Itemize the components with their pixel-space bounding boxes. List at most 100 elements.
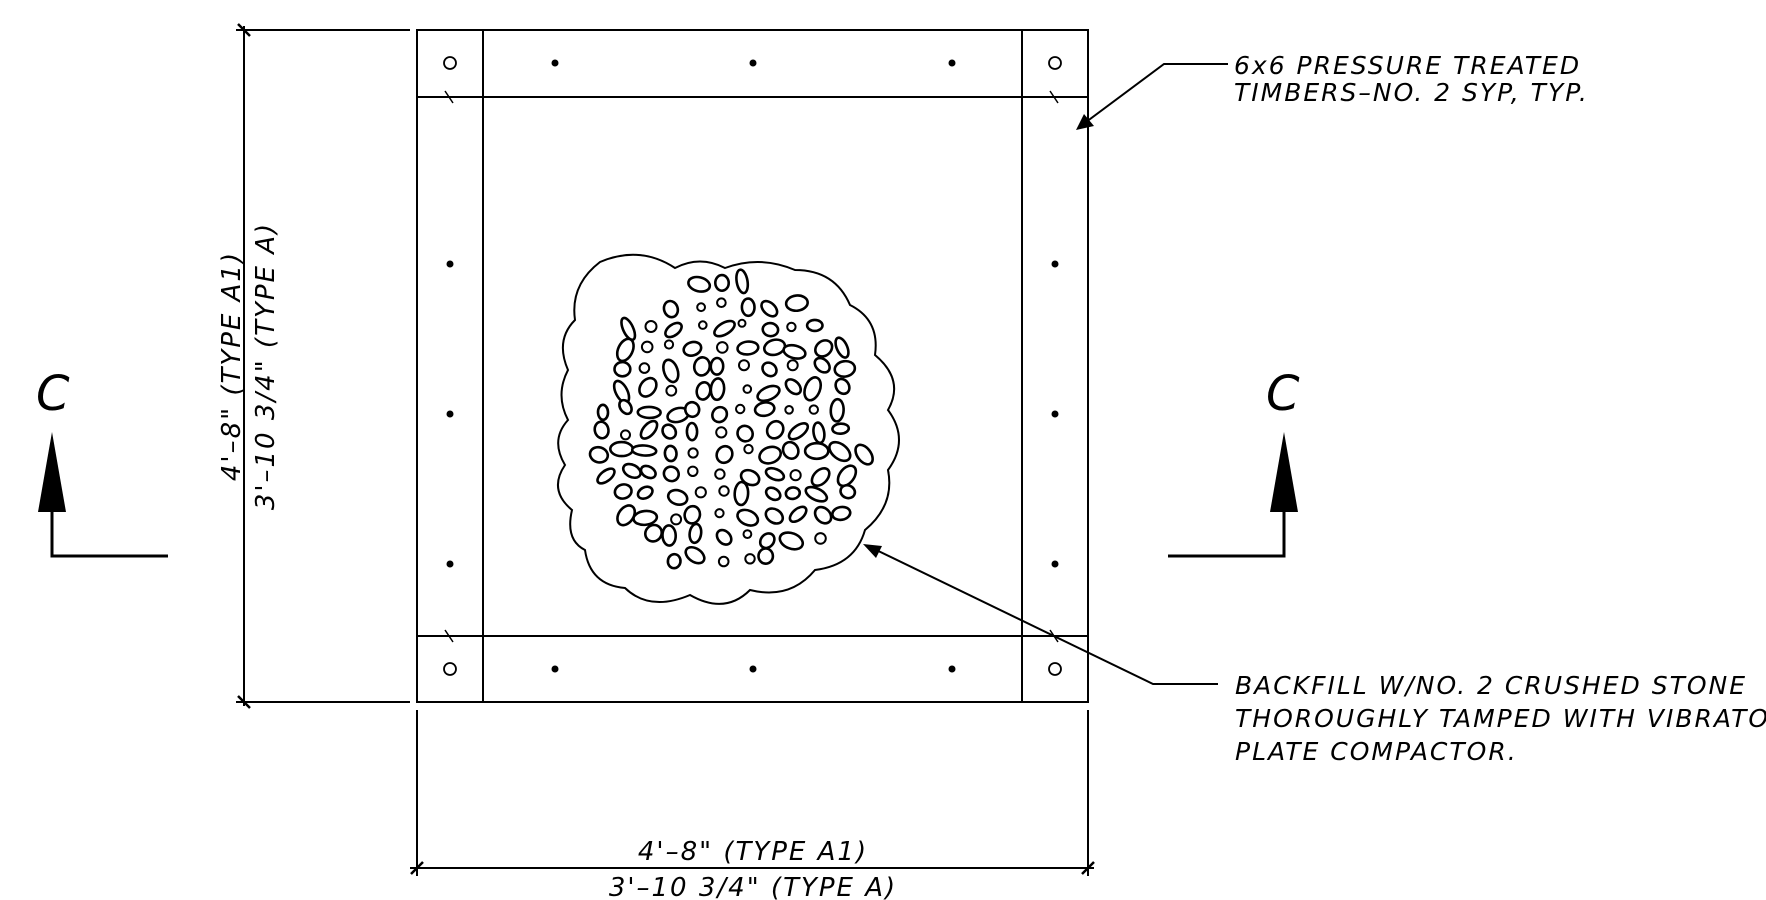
stone: [812, 421, 826, 445]
backfill-note: BACKFILL W/NO. 2 CRUSHED STONE THOROUGHL…: [1235, 671, 1766, 766]
stone: [764, 486, 782, 502]
stone: [743, 443, 754, 455]
stone: [757, 547, 775, 565]
stone: [764, 466, 786, 482]
section-marker-left: C: [36, 366, 168, 558]
stone: [718, 485, 730, 497]
backfill-note-line-3: PLATE COMPACTOR.: [1235, 737, 1518, 766]
stone: [814, 532, 827, 545]
stone: [643, 523, 664, 543]
stone: [834, 377, 851, 396]
backfill-note-line-2: THOROUGHLY TAMPED WITH VIBRATORY: [1235, 704, 1766, 733]
stone: [738, 359, 750, 372]
stone: [613, 483, 633, 500]
stone: [761, 361, 778, 378]
timber-note-arrowhead: [1076, 114, 1094, 130]
spike-dot: [446, 560, 454, 568]
crushed-stone-backfill: [557, 253, 900, 605]
stone: [665, 384, 678, 397]
stone: [813, 356, 831, 374]
stone: [636, 485, 654, 500]
stone: [789, 469, 802, 482]
corner-hole: [443, 662, 457, 676]
stone: [761, 321, 780, 338]
stone: [782, 343, 807, 360]
stone: [804, 485, 829, 503]
stone: [636, 405, 662, 420]
timber-note-line-1: 6x6 PRESSURE TREATED: [1234, 51, 1581, 80]
spike-dot: [948, 59, 956, 67]
stone: [666, 552, 682, 570]
stone: [736, 424, 754, 443]
stone: [715, 444, 734, 465]
backfill-note-line-1: BACKFILL W/NO. 2 CRUSHED STONE: [1235, 671, 1747, 700]
stone: [716, 341, 729, 354]
stone: [692, 356, 712, 377]
stone: [742, 384, 753, 394]
stone: [687, 465, 699, 477]
stone: [688, 522, 703, 545]
spike-dot: [1051, 410, 1059, 418]
stone: [733, 480, 750, 507]
stone: [808, 404, 819, 415]
spike-dot: [948, 665, 956, 673]
section-marker-left-arrow: [38, 432, 66, 512]
stone: [784, 378, 803, 396]
stone: [644, 320, 658, 333]
stone: [715, 528, 733, 546]
stone: [613, 360, 632, 378]
stone: [687, 447, 699, 459]
stone: [588, 445, 610, 464]
stone: [593, 420, 610, 440]
stone: [736, 508, 760, 527]
frame-outline: [416, 29, 1089, 703]
stone: [828, 440, 852, 463]
stone: [781, 440, 800, 460]
stone: [786, 359, 799, 372]
stone: [664, 321, 683, 339]
stone: [778, 531, 805, 551]
stone: [682, 340, 703, 357]
stone: [735, 403, 746, 415]
stone: [784, 405, 794, 415]
stone: [714, 508, 725, 519]
timber-note-line-2: TIMBERS–NO. 2 SYP, TYP.: [1234, 78, 1589, 107]
stone: [784, 294, 809, 313]
stone: [762, 338, 787, 357]
horizontal-dimension-ticks: [410, 861, 1095, 875]
stone: [709, 377, 726, 402]
stone: [760, 299, 779, 318]
stone: [683, 400, 701, 419]
stone: [683, 504, 702, 525]
stone: [813, 505, 833, 525]
stone: [661, 524, 678, 547]
stone: [684, 545, 706, 565]
stone: [616, 504, 637, 527]
stone: [803, 441, 830, 461]
leader-arrowheads: [863, 114, 1094, 558]
stone: [639, 464, 657, 480]
stone: [758, 532, 776, 550]
section-marker-left-label: C: [36, 366, 70, 422]
spike-dot: [749, 665, 757, 673]
stone: [740, 297, 756, 318]
spike-dot: [446, 410, 454, 418]
stone: [736, 340, 760, 356]
stone: [620, 316, 637, 342]
horizontal-dimension-text-type-a1: 4'–8" (TYPE A1): [638, 837, 868, 867]
stone: [829, 397, 845, 423]
stone: [805, 318, 824, 333]
backfill-cloud-outline: [557, 253, 900, 605]
vertical-dimension-text-type-a1: 4'–8" (TYPE A1): [217, 251, 247, 481]
stone: [715, 426, 728, 439]
timber-note: 6x6 PRESSURE TREATED TIMBERS–NO. 2 SYP, …: [1234, 51, 1589, 107]
stone: [630, 444, 658, 457]
stone: [737, 318, 747, 328]
stone: [640, 340, 654, 354]
corner-hole: [1048, 56, 1062, 70]
backfill-note-leader: [867, 545, 1218, 685]
stone: [696, 302, 706, 313]
stone: [786, 321, 797, 333]
vertical-dimension-ticks: [237, 23, 251, 709]
stone: [839, 483, 857, 500]
